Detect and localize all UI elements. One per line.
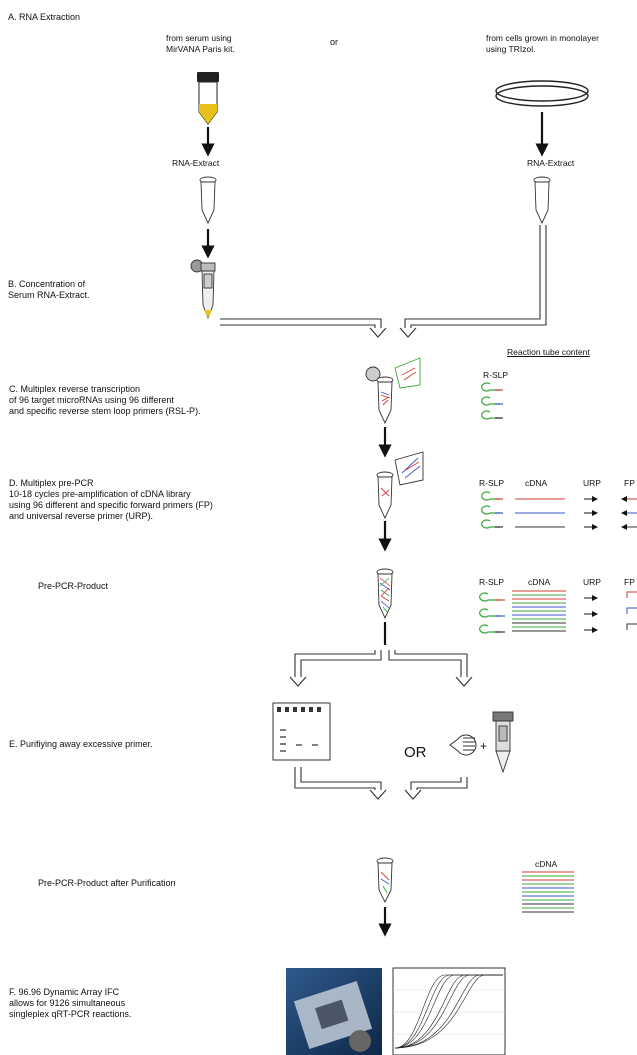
cdna-label-d: cDNA: [525, 478, 548, 488]
exonuclease-icon: [449, 734, 477, 756]
urp-label-d: URP: [583, 478, 601, 488]
spin-column-e-icon: [492, 711, 514, 774]
step-b-label: B. Concentration of Serum RNA-Extract.: [8, 279, 90, 300]
pre-pcr-product-label: Pre-PCR-Product: [38, 581, 109, 591]
step-d-label: D. Multiplex pre-PCR 10-18 cycles pre-am…: [9, 478, 213, 521]
step-f-label: F. 96.96 Dynamic Array IFC allows for 91…: [9, 987, 132, 1019]
cdna-label-purified: cDNA: [535, 859, 558, 869]
prepcr-tube-icon: [376, 451, 424, 520]
rna-extract-left-label: RNA-Extract: [172, 158, 220, 168]
plus-sign: +: [480, 739, 487, 753]
prepcr-product-tube-icon: [376, 568, 394, 620]
prepcr-content-d: [481, 491, 637, 530]
cdna-label-pre: cDNA: [528, 577, 551, 587]
rna-extract-right-label: RNA-Extract: [527, 158, 575, 168]
step-c-label: C. Multiplex reverse transcription of 96…: [9, 384, 201, 416]
rslp-label-pre: R-SLP: [479, 577, 505, 587]
urp-label-pre: URP: [583, 577, 601, 587]
rslp-label-c: R-SLP: [483, 370, 509, 380]
purified-tube-icon: [376, 857, 394, 904]
rt-tube-icon: [365, 357, 421, 425]
rslp-label-d: R-SLP: [479, 478, 505, 488]
petri-dish-icon: [495, 80, 589, 107]
purified-cdna-lines: [522, 871, 574, 913]
step-e-label: E. Purifiying away excessive primer.: [9, 739, 153, 749]
serum-tube-icon: [197, 72, 219, 125]
reaction-tube-content-heading: Reaction tube content: [507, 347, 590, 357]
amplification-curves-chart: [392, 967, 506, 1055]
converge-paths-b: [220, 225, 547, 338]
split-paths-e: [289, 650, 473, 687]
rna-extract-tube-right-icon: [533, 176, 551, 225]
spin-column-icon: [190, 259, 216, 320]
dynamic-array-chip-image: [286, 968, 382, 1055]
fp-label-pre: FP: [624, 577, 635, 587]
step-a-label: A. RNA Extraction: [8, 12, 81, 22]
fp-label-d: FP: [624, 478, 635, 488]
source-cells-text: from cells grown in monolayer using TRIz…: [486, 33, 599, 54]
source-serum-text: from serum using MirVANA Paris kit.: [166, 33, 235, 54]
prepcr-product-content: [479, 590, 637, 634]
rna-extract-tube-left-icon: [199, 176, 217, 225]
merge-paths-e: [294, 767, 468, 800]
or-e-text: OR: [404, 744, 427, 761]
or-text: or: [330, 37, 339, 47]
pre-pcr-purified-label: Pre-PCR-Product after Purification: [38, 878, 176, 888]
rslp-primers-c: [481, 382, 503, 420]
gel-icon: [272, 702, 331, 761]
